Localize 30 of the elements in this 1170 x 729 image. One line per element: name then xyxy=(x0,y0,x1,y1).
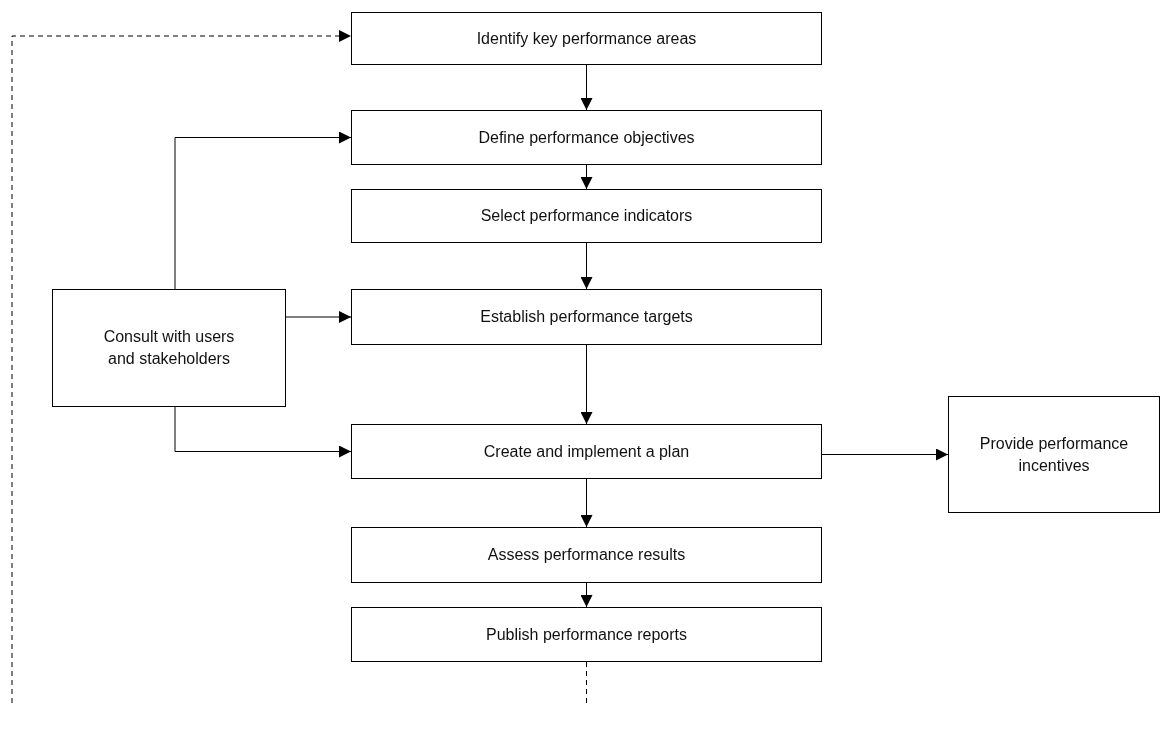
process-label: Create and implement a plan xyxy=(482,441,691,462)
arrow xyxy=(580,582,593,608)
process-box xyxy=(351,12,822,65)
arrow xyxy=(580,344,593,425)
process-label: Publish performance reports xyxy=(485,624,688,645)
side-process-box xyxy=(948,396,1160,513)
arrow xyxy=(285,311,352,323)
feedback-line xyxy=(586,661,587,704)
process-box xyxy=(351,527,822,583)
process-box xyxy=(351,424,822,479)
arrow xyxy=(174,131,352,290)
process-label: Identify key performance areas xyxy=(475,28,698,49)
arrow xyxy=(580,242,593,290)
arrow xyxy=(174,406,352,458)
process-box xyxy=(351,189,822,243)
arrow xyxy=(580,164,593,190)
process-label: Provide performance incentives xyxy=(978,433,1130,476)
process-box xyxy=(351,607,822,662)
arrow xyxy=(580,64,593,111)
process-label: Establish performance targets xyxy=(479,307,694,327)
feedback-line xyxy=(11,30,352,704)
process-label: Select performance indicators xyxy=(479,206,694,226)
side-process-box xyxy=(52,289,286,407)
process-label: Define performance objectives xyxy=(477,127,696,148)
process-box xyxy=(351,110,822,165)
arrow xyxy=(580,478,593,528)
process-label: Assess performance results xyxy=(486,545,687,565)
arrow xyxy=(821,448,949,461)
process-box xyxy=(351,289,822,345)
process-label: Consult with users and stakeholders xyxy=(102,327,236,369)
